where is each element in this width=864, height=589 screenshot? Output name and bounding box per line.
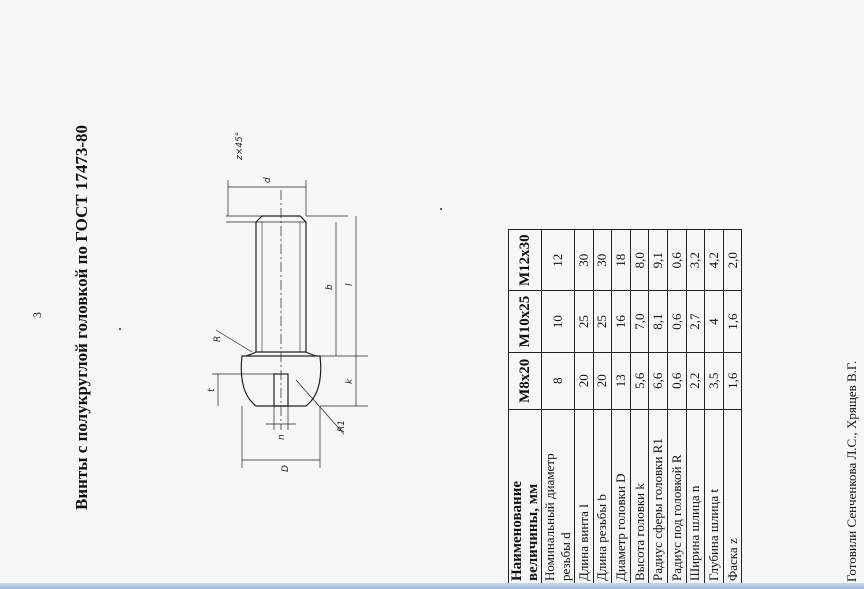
table-cell: 4,2 (704, 229, 724, 291)
table-cell: 2,0 (723, 229, 742, 291)
screw-head (240, 355, 322, 407)
table-cell: 9,1 (648, 229, 668, 291)
label-d: d (263, 177, 273, 183)
label-b: b (325, 284, 335, 290)
table-cell-name: Длина резьбы b (593, 409, 612, 585)
table-cell-name: Высота головки k (630, 409, 649, 585)
table-cell: 16 (611, 290, 631, 353)
table-row: Ширина шлица n 2,2 2,7 3,2 (686, 229, 705, 585)
table-row: Диаметр головки D 13 16 18 (611, 229, 631, 585)
table-cell-name: Радиус под головкой R (667, 409, 687, 585)
table-cell: 5,6 (630, 352, 649, 410)
table-cell: 3,5 (704, 352, 724, 410)
table-cell: 30 (593, 229, 612, 291)
label-l: l (345, 283, 355, 286)
table-cell: 20 (593, 352, 612, 410)
spec-table-container: Наименование величины, мм М8х20 М10х25 М… (508, 229, 742, 585)
table-cell-name: Радиус сферы головки R1 (648, 409, 668, 585)
table-cell: 3,2 (686, 229, 705, 291)
table-cell-name: Диаметр головки D (611, 409, 631, 585)
table-cell: 8,1 (648, 290, 668, 353)
table-row: Радиус под головкой R 0,6 0,6 0,6 (667, 229, 687, 585)
table-row: Глубина шлица t 3,5 4 4,2 (704, 229, 724, 585)
table-cell: 8 (541, 352, 575, 410)
label-D: D (281, 465, 291, 472)
label-R1: R1 (337, 420, 347, 432)
table-cell-name: Глубина шлица t (704, 409, 724, 585)
table-cell: 7,0 (630, 290, 649, 353)
table-row: Фаска z 1,6 1,6 2,0 (723, 229, 742, 585)
table-row: Длина резьбы b 20 25 30 (593, 229, 612, 585)
table-cell: 4 (704, 290, 724, 353)
label-R: R (213, 336, 223, 342)
table-cell: 0,6 (667, 352, 687, 410)
label-t: t (207, 388, 217, 392)
table-cell-name: Номинальный диаметр резьбы d (541, 409, 575, 585)
table-cell-name: Длина винта l (574, 409, 594, 585)
table-cell: 2,7 (686, 290, 705, 353)
table-header-size: М12х30 (508, 229, 542, 291)
authors-note: Готовили Сенченкова Л.С., Хрящев В.Г. (844, 360, 859, 582)
table-row: Радиус сферы головки R1 6,6 8,1 9,1 (648, 229, 668, 585)
table-header-size: М10х25 (508, 290, 542, 353)
table-cell: 1,6 (723, 290, 742, 353)
spec-table: Наименование величины, мм М8х20 М10х25 М… (508, 229, 742, 585)
table-cell: 25 (574, 290, 594, 353)
table-cell: 12 (541, 229, 575, 291)
speck (440, 208, 442, 210)
table-cell: 20 (574, 352, 594, 410)
page-number: 3 (30, 312, 44, 318)
label-chamfer: z×45° (235, 132, 245, 161)
table-cell: 8,0 (630, 229, 649, 291)
speck (119, 328, 121, 330)
screw-drawing: z×45° d b l R k R1 n t D (207, 132, 368, 472)
table-header-size: М8х20 (508, 352, 542, 410)
table-row: Высота головки k 5,6 7,0 8,0 (630, 229, 649, 585)
table-header-name: Наименование величины, мм (508, 409, 542, 585)
table-cell: 13 (611, 352, 631, 410)
table-cell: 30 (574, 229, 594, 291)
table-cell-name: Ширина шлица n (686, 409, 705, 585)
table-row: Номинальный диаметр резьбы d 8 10 12 (541, 229, 575, 585)
table-header-row: Наименование величины, мм М8х20 М10х25 М… (508, 229, 542, 585)
document-title: Винты с полукруглой головкой по ГОСТ 174… (72, 124, 91, 510)
label-k: k (345, 378, 355, 384)
table-cell-name: Фаска z (723, 409, 742, 585)
label-n: n (277, 434, 287, 440)
table-cell: 1,6 (723, 352, 742, 410)
table-cell: 18 (611, 229, 631, 291)
table-cell: 0,6 (667, 229, 687, 291)
table-cell: 25 (593, 290, 612, 353)
window-bottom-bar (0, 583, 864, 589)
table-cell: 2,2 (686, 352, 705, 410)
table-row: Длина винта l 20 25 30 (574, 229, 594, 585)
table-cell: 6,6 (648, 352, 668, 410)
table-cell: 0,6 (667, 290, 687, 353)
table-cell: 10 (541, 290, 575, 353)
